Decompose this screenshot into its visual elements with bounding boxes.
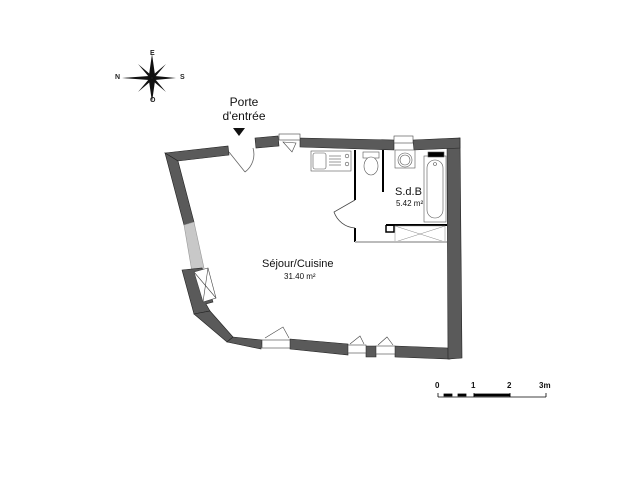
- compass-south-label: S: [180, 74, 185, 81]
- entrance-arrow-icon: [233, 128, 245, 136]
- toilet-icon: [362, 151, 380, 176]
- windows: [193, 133, 414, 355]
- entrance-label-line1: Porte: [229, 95, 259, 109]
- compass-west-label: O: [150, 97, 156, 104]
- scale-bar: [437, 393, 547, 398]
- room-sejour-area: 31.40 m²: [284, 272, 316, 281]
- storage-closet-icon: [355, 225, 447, 243]
- room-sdb-area: 5.42 m²: [396, 199, 424, 208]
- entrance-label-line2: d'entrée: [222, 109, 266, 123]
- bathtub-icon: [423, 151, 447, 223]
- room-sdb-name: S.d.B: [395, 186, 422, 198]
- scale-tick-1: 1: [471, 381, 476, 390]
- compass-north-label: N: [115, 74, 121, 81]
- scale-tick-0: 0: [435, 381, 440, 390]
- entrance-label: Porte d'entrée: [214, 95, 274, 123]
- room-sejour-name: Séjour/Cuisine: [262, 258, 334, 270]
- scale-tick-3: 3m: [539, 381, 551, 390]
- compass-rose-icon: [122, 54, 176, 102]
- bathroom-door-icon: [333, 199, 356, 229]
- washbasin-icon: [394, 149, 416, 169]
- kitchen-counter-icon: [310, 150, 352, 172]
- scale-tick-2: 2: [507, 381, 512, 390]
- entrance-door-icon: [228, 147, 255, 173]
- interior-partitions: [354, 150, 447, 242]
- compass-east-label: E: [150, 50, 155, 57]
